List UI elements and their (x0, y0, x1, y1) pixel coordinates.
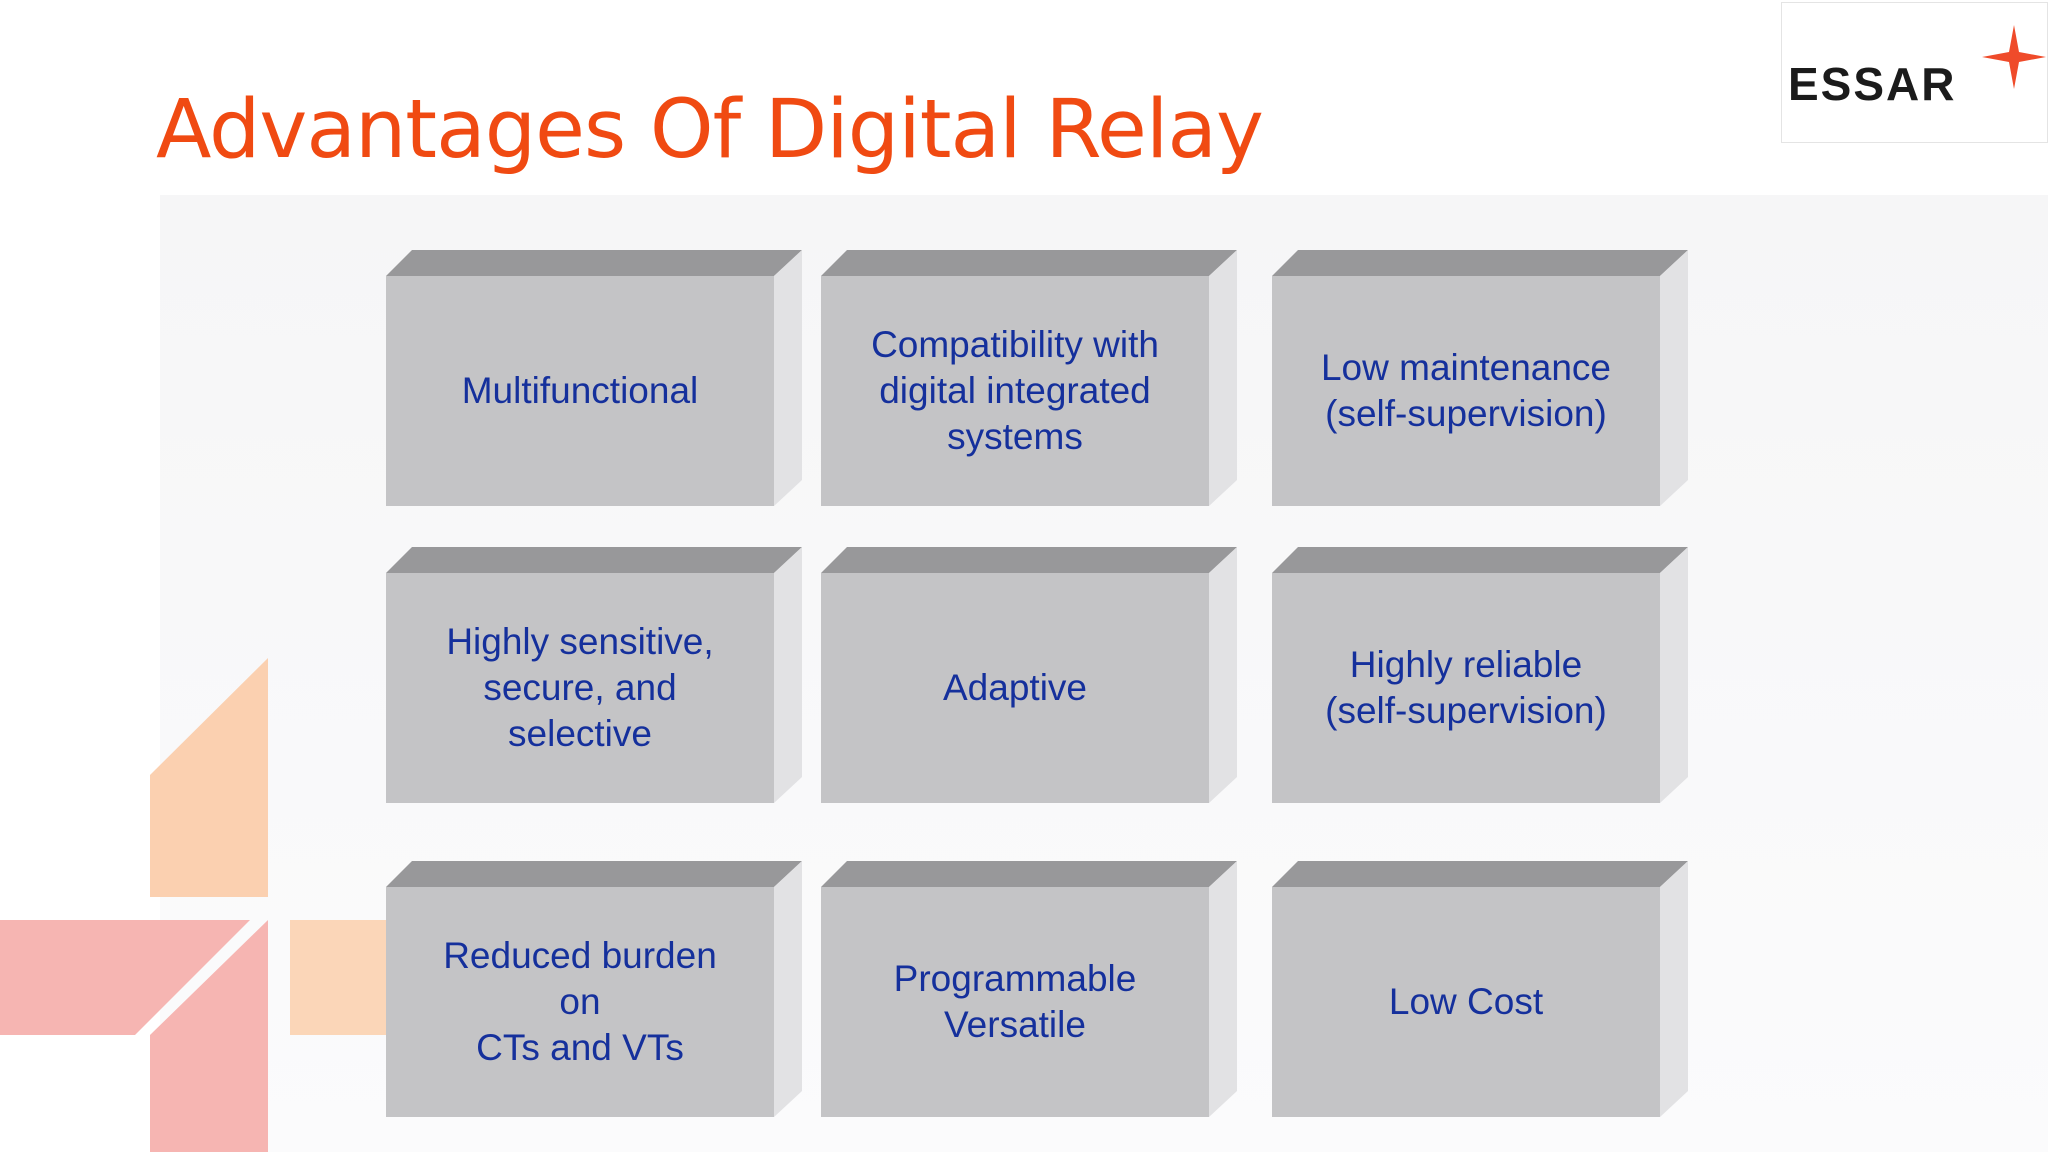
advantage-box: Programmable Versatile (821, 861, 1237, 1117)
decorative-cross-graphic (0, 658, 400, 1152)
advantage-box: Adaptive (821, 547, 1237, 803)
advantage-box: Low Cost (1272, 861, 1688, 1117)
essar-logo: ESSAR (1781, 2, 2048, 143)
advantage-label: Low maintenance (self-supervision) (1320, 347, 1612, 434)
page-title: Advantages Of Digital Relay (156, 83, 1264, 177)
advantage-label: Highly sensitive, secure, and selective (446, 621, 714, 754)
box-shape (821, 250, 1237, 506)
advantage-box: Highly sensitive, secure, and selective (386, 547, 802, 803)
advantage-box: Highly reliable (self-supervision) (1272, 547, 1688, 803)
advantage-label: Compatibility with digital integrated sy… (871, 324, 1159, 457)
box-shape (1272, 547, 1688, 803)
advantage-label: Programmable Versatile (893, 958, 1137, 1045)
advantage-box: Low maintenance (self-supervision) (1272, 250, 1688, 506)
box-shape (386, 547, 802, 803)
advantage-box: Compatibility with digital integrated sy… (821, 250, 1237, 506)
logo-text: ESSAR (1788, 58, 1957, 110)
box-shape (821, 547, 1237, 803)
advantage-label: Reduced burden on CTs and VTs (443, 935, 717, 1068)
advantage-box: Reduced burden on CTs and VTs (386, 861, 802, 1117)
box-shape (386, 861, 802, 1117)
advantage-label: Multifunctional (461, 370, 699, 411)
box-shape (386, 250, 802, 506)
advantage-label: Highly reliable (self-supervision) (1325, 644, 1607, 731)
advantage-label: Adaptive (943, 667, 1087, 708)
star-icon (1982, 25, 2046, 89)
box-shape (1272, 250, 1688, 506)
box-shape (821, 861, 1237, 1117)
box-shape (1272, 861, 1688, 1117)
advantage-label: Low Cost (1388, 981, 1544, 1022)
advantage-box: Multifunctional (386, 250, 802, 506)
